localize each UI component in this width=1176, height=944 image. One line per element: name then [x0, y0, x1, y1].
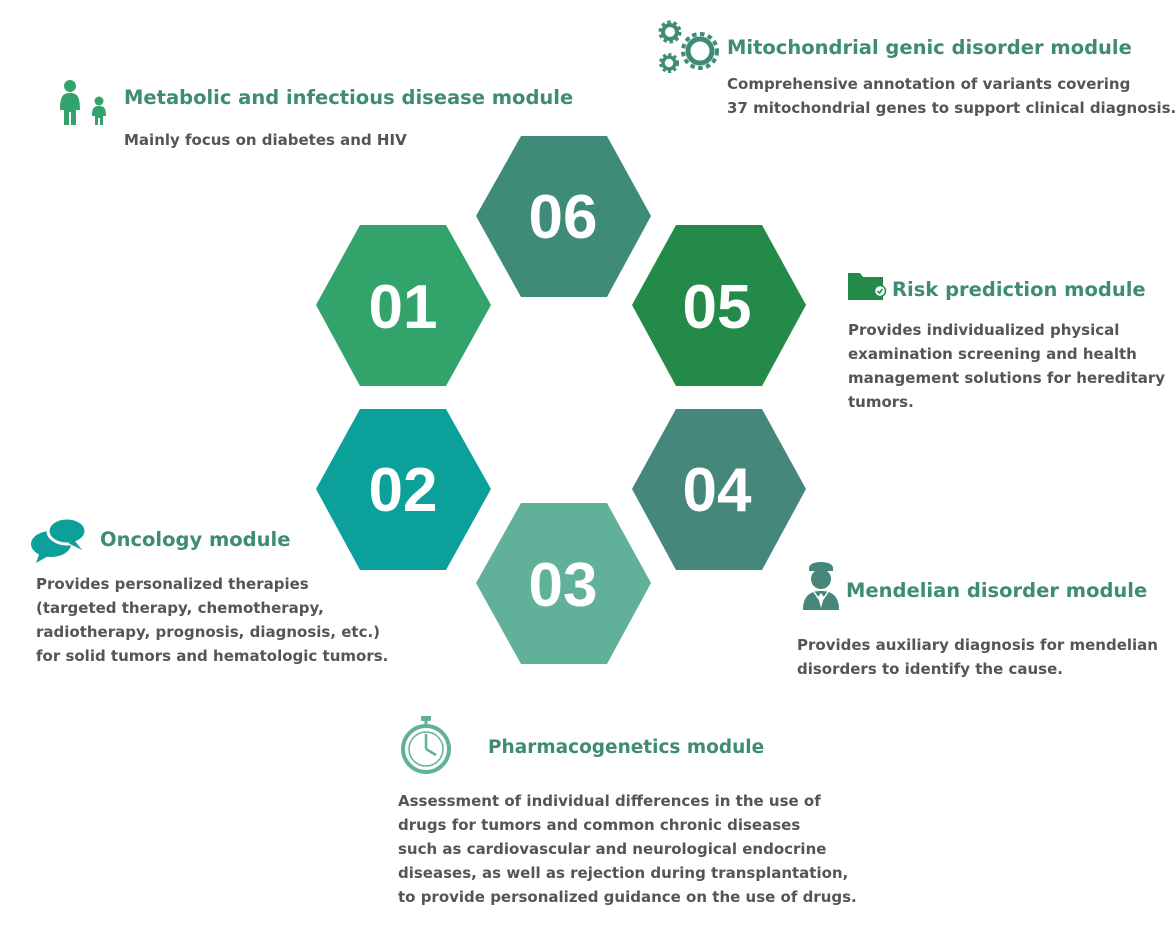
desc-line: diseases, as well as rejection during tr…	[398, 864, 849, 882]
hexagon-06-label: 06	[529, 183, 598, 252]
module-risk-desc: Provides individualized physical examina…	[848, 318, 1165, 414]
gears-icon	[658, 20, 719, 73]
hexagon-01: 01	[316, 225, 491, 386]
hexagon-01-label: 01	[369, 273, 438, 342]
doctor-icon	[803, 562, 839, 610]
module-metabolic-desc: Mainly focus on diabetes and HIV	[124, 128, 407, 152]
desc-line: tumors.	[848, 393, 914, 411]
module-pharmaco-desc: Assessment of individual differences in …	[398, 789, 857, 909]
hexagon-04-label: 04	[683, 456, 752, 525]
hexagon-04: 04	[632, 409, 806, 570]
hexagon-06: 06	[476, 136, 651, 297]
desc-line: 37 mitochondrial genes to support clinic…	[727, 99, 1176, 117]
hexagon-05-label: 05	[683, 273, 752, 342]
desc-line: management solutions for hereditary	[848, 369, 1166, 387]
module-metabolic-title: Metabolic and infectious disease module	[124, 86, 574, 109]
hexagon-cluster: 06 01 05 02 04 03	[316, 136, 806, 664]
desc-line: such as cardiovascular and neurological …	[398, 840, 827, 858]
module-risk-title: Risk prediction module	[892, 278, 1146, 301]
desc-line: Provides auxiliary diagnosis for mendeli…	[797, 636, 1158, 654]
desc-line: to provide personalized guidance on the …	[398, 888, 857, 906]
desc-line: drugs for tumors and common chronic dise…	[398, 816, 801, 834]
hexagon-02: 02	[316, 409, 491, 570]
module-mitochondrial-title: Mitochondrial genic disorder module	[727, 36, 1132, 59]
stopwatch-icon	[401, 716, 451, 774]
desc-line: Mainly focus on diabetes and HIV	[124, 131, 407, 149]
desc-line: examination screening and health	[848, 345, 1137, 363]
hexagon-03: 03	[476, 503, 651, 664]
module-mendelian-title: Mendelian disorder module	[846, 579, 1148, 602]
hexagon-02-label: 02	[369, 456, 438, 525]
desc-line: for solid tumors and hematologic tumors.	[36, 647, 389, 665]
module-mendelian-desc: Provides auxiliary diagnosis for mendeli…	[797, 633, 1158, 681]
desc-line: Comprehensive annotation of variants cov…	[727, 75, 1131, 93]
folder-check-icon	[848, 273, 887, 300]
hexagon-03-label: 03	[529, 551, 598, 620]
desc-line: Assessment of individual differences in …	[398, 792, 821, 810]
module-oncology-desc: Provides personalized therapies (targete…	[36, 572, 388, 668]
module-pharmaco-title: Pharmacogenetics module	[488, 737, 765, 758]
hexagon-05: 05	[632, 225, 806, 386]
module-mitochondrial-desc: Comprehensive annotation of variants cov…	[727, 72, 1176, 120]
desc-line: Provides individualized physical	[848, 321, 1120, 339]
desc-line: radiotherapy, prognosis, diagnosis, etc.…	[36, 623, 381, 641]
chat-bubbles-icon	[31, 516, 88, 563]
desc-line: Provides personalized therapies	[36, 575, 309, 593]
module-oncology-title: Oncology module	[100, 528, 291, 551]
desc-line: disorders to identify the cause.	[797, 660, 1063, 678]
family-icon	[60, 80, 106, 125]
desc-line: (targeted therapy, chemotherapy,	[36, 599, 324, 617]
